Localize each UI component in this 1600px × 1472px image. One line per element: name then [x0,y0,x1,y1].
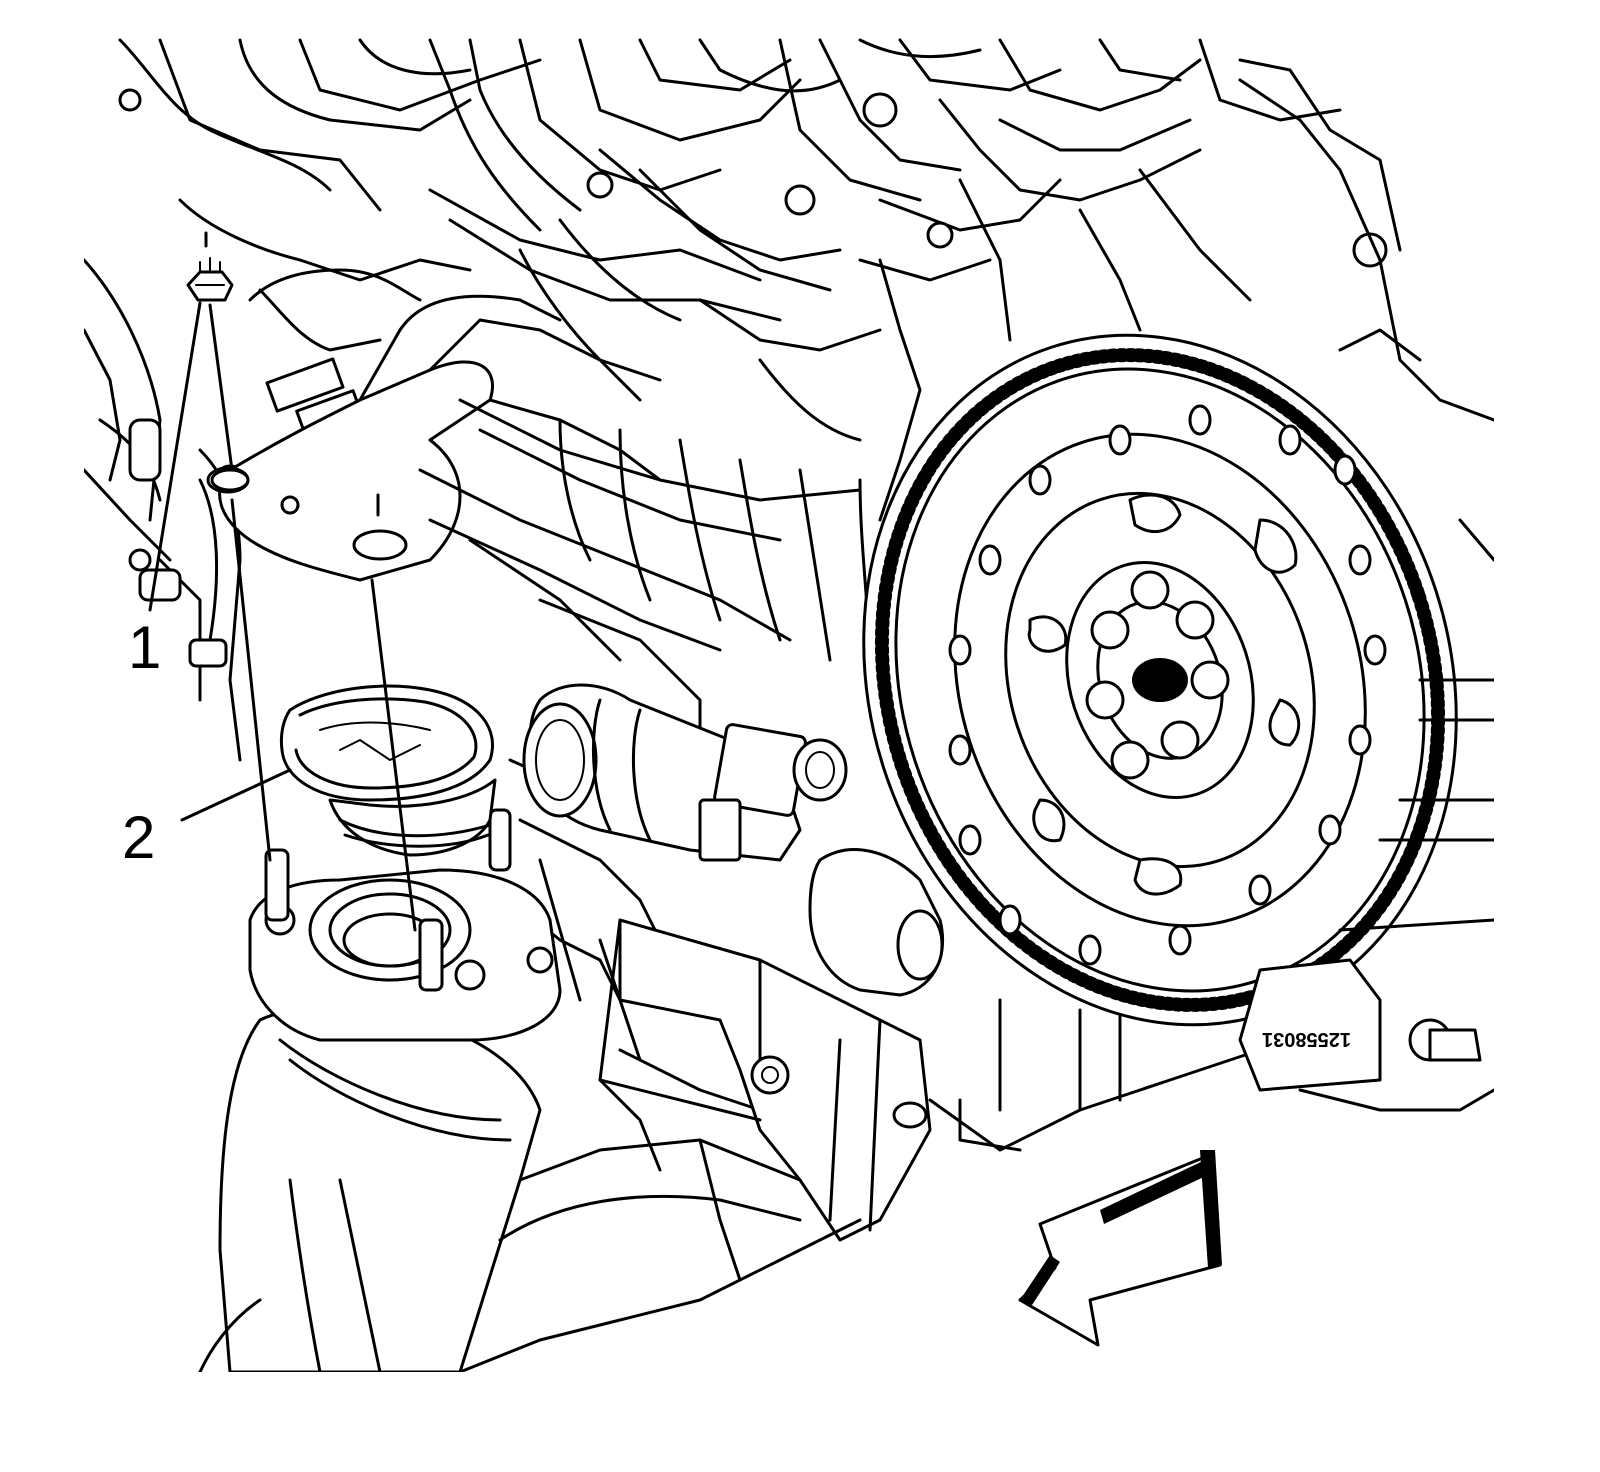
exhaust-nut [148,231,417,932]
callout-2-leader [180,768,292,822]
engine-block-center [418,168,1252,1172]
exhaust-gasket [279,684,497,857]
callout-2: 2 [122,768,292,871]
exhaust-manifold [206,294,662,582]
flywheel [862,333,1458,1027]
exhaust-pipe [198,808,862,1372]
starter-motor [522,683,945,997]
callout-2-label: 2 [122,804,155,871]
bell-housing: 12558031 [1238,78,1494,1112]
part-stamp: 12558031 [1262,1028,1351,1050]
engine-bracket [598,918,1262,1242]
callout-1-label: 1 [128,614,161,681]
callout-1: 1 [128,614,161,681]
front-direction-arrow [1018,1150,1222,1347]
